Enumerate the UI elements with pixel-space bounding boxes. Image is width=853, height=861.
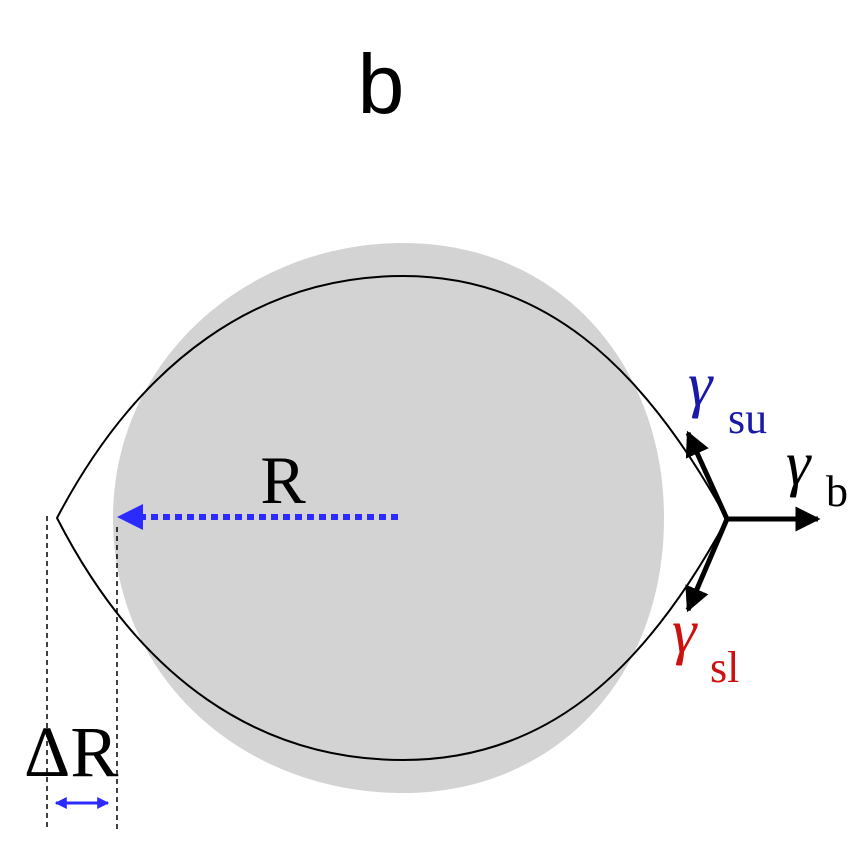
gamma-su-subscript: su	[728, 394, 767, 443]
gamma-b-subscript: b	[826, 467, 848, 516]
radius-label: R	[260, 442, 306, 518]
gamma-sl-vector	[685, 518, 730, 613]
gamma-sl-subscript: sl	[710, 643, 739, 692]
gamma-su-label: γ su	[688, 351, 767, 443]
gamma-b-label: γ b	[786, 430, 848, 516]
delta-symbol: Δ	[24, 712, 70, 792]
gamma-b-symbol: γ	[786, 430, 812, 498]
delta-r-letter: R	[70, 712, 118, 792]
delta-r-label: ΔR	[24, 712, 118, 792]
gamma-sl-label: γ sl	[672, 598, 739, 692]
gamma-su-vector	[685, 430, 730, 521]
panel-label: b	[358, 37, 405, 131]
radius-arrow-head	[117, 504, 143, 530]
gamma-su-symbol: γ	[688, 351, 714, 419]
gamma-sl-symbol: γ	[672, 598, 698, 666]
particle-circle	[113, 243, 664, 793]
